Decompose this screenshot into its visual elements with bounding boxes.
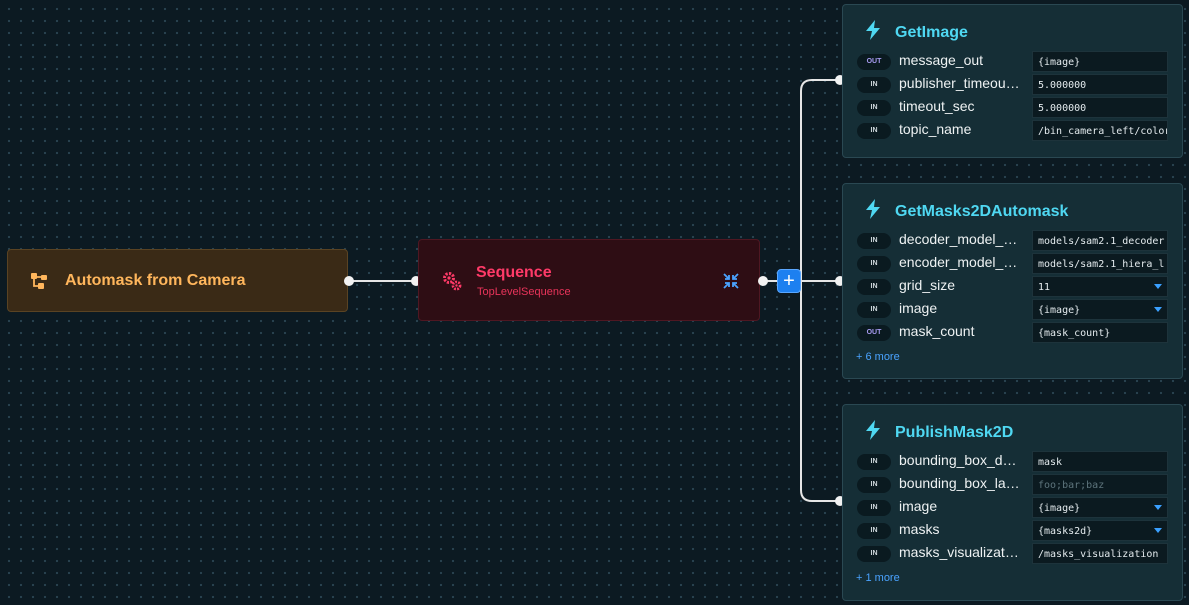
param-label: grid_size	[899, 277, 956, 293]
param-value-input[interactable]: models/sam2.1_decoder	[1032, 230, 1168, 251]
task-node-publishmask2d[interactable]: PublishMask2D IN bounding_box_detection …	[842, 404, 1183, 601]
param-value-input[interactable]: {image}	[1032, 51, 1168, 72]
param-label: bounding_box_labels	[899, 475, 1021, 491]
sequence-node[interactable]: Sequence TopLevelSequence	[418, 239, 760, 321]
direction-badge: OUT	[857, 325, 891, 341]
param-row: IN publisher_timeout_sec 5.000000	[857, 74, 1182, 96]
param-label: publisher_timeout_sec	[899, 75, 1021, 91]
task-input-port[interactable]	[835, 75, 845, 85]
param-row: IN decoder_model_path models/sam2.1_deco…	[857, 230, 1182, 252]
param-row: IN image {image}	[857, 299, 1182, 321]
param-row: IN bounding_box_detection mask	[857, 451, 1182, 473]
param-value: {masks2d}	[1038, 526, 1093, 537]
task-title: GetMasks2DAutomask	[895, 202, 1069, 220]
param-row: OUT message_out {image}	[857, 51, 1182, 73]
gears-icon	[441, 270, 463, 297]
direction-badge: IN	[857, 546, 891, 562]
param-row: IN bounding_box_labels foo;bar;baz	[857, 474, 1182, 496]
param-value-select[interactable]: {masks2d}	[1032, 520, 1168, 541]
root-output-port[interactable]	[344, 276, 354, 286]
param-label: image	[899, 498, 938, 514]
task-title: GetImage	[895, 23, 968, 41]
sequence-subtitle: TopLevelSequence	[477, 286, 571, 298]
sequence-input-port[interactable]	[411, 276, 421, 286]
param-label: masks	[899, 521, 940, 537]
sequence-title: Sequence	[476, 264, 552, 281]
sequence-output-port[interactable]	[758, 276, 768, 286]
param-row: IN topic_name /bin_camera_left/color/ima…	[857, 120, 1182, 142]
param-label: topic_name	[899, 121, 972, 137]
param-label: masks_visualization_topic	[899, 544, 1021, 560]
param-label: mask_count	[899, 323, 975, 339]
param-value: {image}	[1038, 503, 1081, 514]
direction-badge: IN	[857, 477, 891, 493]
direction-badge: IN	[857, 77, 891, 93]
param-row: IN grid_size 11	[857, 276, 1182, 298]
add-child-button[interactable]: +	[777, 269, 801, 293]
dropdown-caret-icon[interactable]	[1154, 505, 1162, 510]
dropdown-caret-icon[interactable]	[1154, 284, 1162, 289]
param-row: IN masks {masks2d}	[857, 520, 1182, 542]
collapse-arrows-icon[interactable]	[723, 273, 739, 294]
dropdown-caret-icon[interactable]	[1154, 528, 1162, 533]
param-value-select[interactable]: 11	[1032, 276, 1168, 297]
param-label: message_out	[899, 52, 984, 68]
param-value-input[interactable]: /bin_camera_left/color/image_raw	[1032, 120, 1168, 141]
direction-badge: IN	[857, 123, 891, 139]
param-label: encoder_model_path	[899, 254, 1021, 270]
param-value-input[interactable]: 5.000000	[1032, 97, 1168, 118]
lightning-icon	[865, 420, 881, 445]
param-value-input[interactable]: mask	[1032, 451, 1168, 472]
param-value-select[interactable]: {image}	[1032, 299, 1168, 320]
direction-badge: IN	[857, 523, 891, 539]
direction-badge: IN	[857, 454, 891, 470]
direction-badge: IN	[857, 302, 891, 318]
root-node-title: Automask from Camera	[65, 271, 246, 289]
task-input-port[interactable]	[835, 496, 845, 506]
direction-badge: OUT	[857, 54, 891, 70]
task-title: PublishMask2D	[895, 423, 1014, 441]
param-row: IN timeout_sec 5.000000	[857, 97, 1182, 119]
lightning-icon	[865, 20, 881, 45]
param-value: 11	[1038, 282, 1051, 293]
lightning-icon	[865, 199, 881, 224]
direction-badge: IN	[857, 279, 891, 295]
param-value-input[interactable]: /masks_visualization	[1032, 543, 1168, 564]
param-label: image	[899, 300, 938, 316]
direction-badge: IN	[857, 256, 891, 272]
show-more-link[interactable]: + 1 more	[856, 572, 900, 584]
param-value-input[interactable]: models/sam2.1_hiera_l	[1032, 253, 1168, 274]
param-value-select[interactable]: {image}	[1032, 497, 1168, 518]
task-node-getmasks2dautomask[interactable]: GetMasks2DAutomask IN decoder_model_path…	[842, 183, 1183, 379]
task-node-getimage[interactable]: GetImage OUT message_out {image} IN publ…	[842, 4, 1183, 158]
param-value-input[interactable]: {mask_count}	[1032, 322, 1168, 343]
param-label: timeout_sec	[899, 98, 975, 114]
param-label: decoder_model_path	[899, 231, 1021, 247]
dropdown-caret-icon[interactable]	[1154, 307, 1162, 312]
root-node[interactable]: Automask from Camera	[7, 249, 348, 312]
direction-badge: IN	[857, 500, 891, 516]
param-row: IN masks_visualization_topic /masks_visu…	[857, 543, 1182, 565]
task-input-port[interactable]	[835, 276, 845, 286]
direction-badge: IN	[857, 233, 891, 249]
show-more-link[interactable]: + 6 more	[856, 351, 900, 363]
param-label: bounding_box_detection	[899, 452, 1021, 468]
param-row: OUT mask_count {mask_count}	[857, 322, 1182, 344]
param-value-input[interactable]: foo;bar;baz	[1032, 474, 1168, 495]
param-value: {image}	[1038, 305, 1081, 316]
param-row: IN encoder_model_path models/sam2.1_hier…	[857, 253, 1182, 275]
direction-badge: IN	[857, 100, 891, 116]
param-value-input[interactable]: 5.000000	[1032, 74, 1168, 95]
flow-tree-icon	[30, 271, 50, 291]
param-row: IN image {image}	[857, 497, 1182, 519]
